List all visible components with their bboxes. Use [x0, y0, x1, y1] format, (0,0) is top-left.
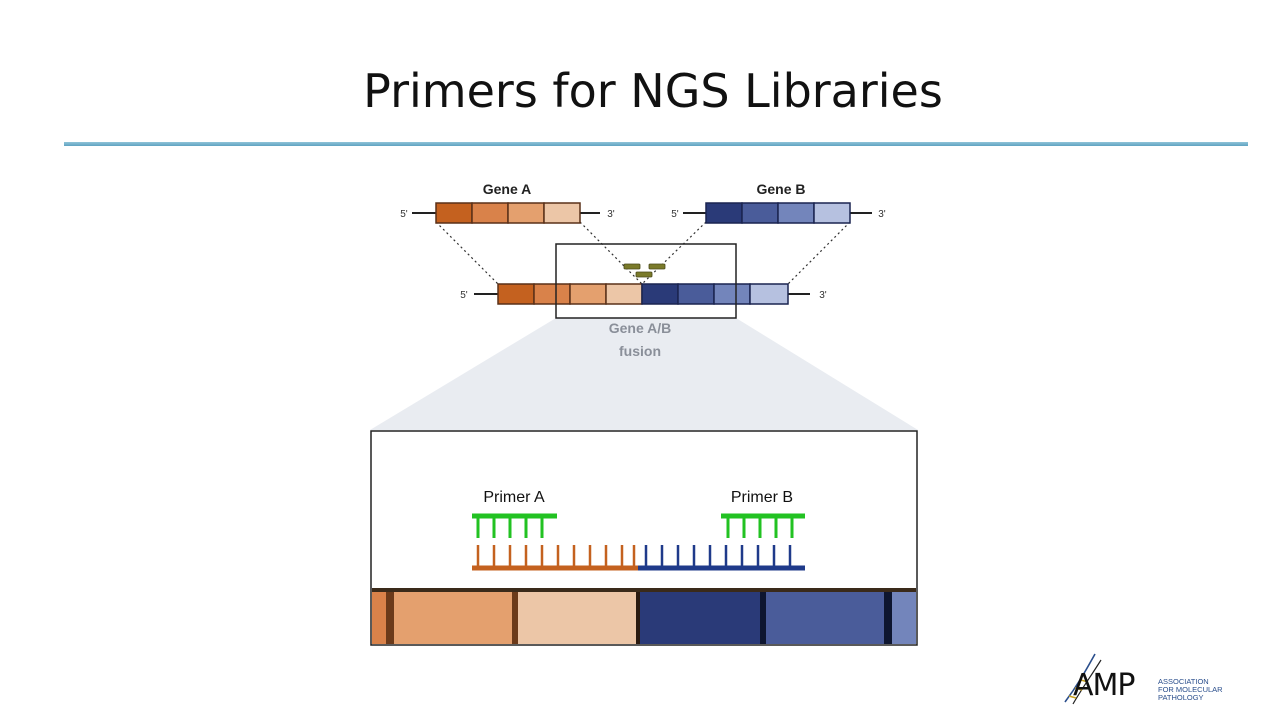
fusion-exon-a4	[605, 283, 643, 305]
logo-line-3: Pathology	[1158, 693, 1204, 702]
fusion-exon-a1	[497, 283, 535, 305]
zoom-divider-3	[636, 592, 640, 644]
dna-helix-icon	[1064, 653, 1102, 705]
gene-a-exon-3	[507, 202, 545, 224]
fusion-5prime: 5'	[460, 290, 468, 301]
primer-b	[721, 513, 805, 538]
logo-line-1: Association	[1158, 677, 1209, 686]
fusion-exon-b1	[641, 283, 679, 305]
fusion-exon-a3	[569, 283, 607, 305]
zoom-exon-b1	[640, 592, 760, 644]
gene-b-5prime: 5'	[671, 209, 679, 220]
zoom-exon-a3	[394, 592, 512, 644]
zoom-divider-5	[884, 592, 892, 644]
gene-a-exons	[435, 202, 581, 224]
logo-mark: AMP	[1073, 668, 1135, 703]
fusion-exon-a2	[533, 283, 571, 305]
zoom-projection	[370, 318, 918, 430]
primer-b-label: Primer B	[731, 489, 793, 506]
amp-logo: AMP Association for Molecular Pathology	[1055, 650, 1225, 710]
fusion-label-line2: fusion	[619, 343, 661, 359]
slide-title: Primers for NGS Libraries	[363, 64, 943, 118]
zoom-exon-a4	[518, 592, 636, 644]
primer-marker-3	[635, 271, 653, 278]
primer-a-label: Primer A	[483, 489, 545, 506]
gene-a-5prime: 5'	[400, 209, 408, 220]
primer-marker-2	[648, 263, 666, 270]
primer-a	[472, 513, 557, 538]
zoom-divider-4	[760, 592, 766, 644]
gene-a-label: Gene A	[483, 181, 532, 197]
gene-b-exon-3	[777, 202, 815, 224]
fusion-exons	[497, 283, 789, 305]
gene-b-3prime: 3'	[878, 209, 886, 220]
fusion-exon-b3	[713, 283, 751, 305]
gene-b-label: Gene B	[756, 181, 805, 197]
template-strand-gene-b	[638, 545, 805, 571]
zoom-divider-2	[512, 592, 518, 644]
fusion-exon-b2	[677, 283, 715, 305]
zoom-exon-b2	[766, 592, 884, 644]
title-divider	[64, 142, 1248, 146]
gene-a-exon-1	[435, 202, 473, 224]
primer-markers	[623, 263, 666, 278]
gene-b-exons	[705, 202, 851, 224]
zoomed-exon-band	[372, 588, 916, 644]
zoom-exon-a2	[372, 592, 386, 644]
gene-a-exon-2	[471, 202, 509, 224]
gene-b-exon-4	[813, 202, 851, 224]
logo-line-2: for Molecular	[1158, 685, 1223, 694]
fusion-junction-box	[555, 243, 737, 319]
fusion-label-line1: Gene A/B	[609, 320, 672, 336]
fusion-3prime: 3'	[819, 290, 827, 301]
gene-a-3prime: 3'	[607, 209, 615, 220]
zoom-divider-1	[386, 592, 394, 644]
template-strand-gene-a	[472, 545, 638, 571]
gene-a-exon-4	[543, 202, 581, 224]
zoom-exon-b3	[892, 592, 916, 644]
zoom-band-border	[372, 588, 916, 593]
fusion-exon-b4	[749, 283, 789, 305]
gene-b-exon-2	[741, 202, 779, 224]
gene-b-exon-1	[705, 202, 743, 224]
primer-marker-1	[623, 263, 641, 270]
logo-subtitle: Association for Molecular Pathology	[1158, 678, 1228, 702]
